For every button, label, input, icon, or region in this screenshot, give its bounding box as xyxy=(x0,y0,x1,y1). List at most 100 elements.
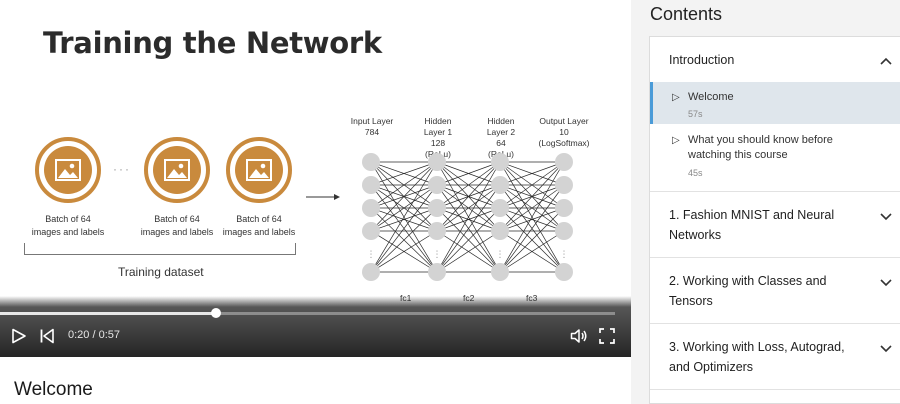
dataset-label: Training dataset xyxy=(118,265,204,279)
network-connection xyxy=(370,161,438,273)
network-connection xyxy=(499,184,565,273)
network-connection xyxy=(436,184,501,232)
node-ellipsis: ⋮ xyxy=(560,250,569,260)
network-node xyxy=(491,222,509,240)
layer-label-line: Output Layer xyxy=(539,116,589,126)
network-connection xyxy=(436,161,501,186)
previous-icon xyxy=(40,328,54,344)
network-connection xyxy=(499,161,565,232)
network-node xyxy=(555,153,573,171)
network-node xyxy=(362,263,380,281)
network-node xyxy=(362,222,380,240)
network-node xyxy=(555,199,573,217)
network-connection xyxy=(499,207,565,232)
batch-caption: Batch of 64 xyxy=(236,214,282,224)
network-connection xyxy=(436,230,501,273)
progress-fill xyxy=(0,312,216,315)
network-connection xyxy=(370,161,438,186)
layer-label-line: 128 xyxy=(430,138,446,148)
network-connection xyxy=(436,207,501,273)
section-label: Networks xyxy=(669,228,722,242)
section-introduction: Introduction ▷ Welcome 57s ▷ What you sh… xyxy=(650,37,900,192)
section-label: Introduction xyxy=(669,53,735,67)
section-label: 3. Working with Loss, Autograd, xyxy=(669,340,845,354)
section-header[interactable]: Introduction xyxy=(650,37,900,82)
volume-button[interactable] xyxy=(570,327,588,345)
chevron-down-icon[interactable] xyxy=(880,274,892,292)
section-1[interactable]: 1. Fashion MNIST and Neural Networks xyxy=(650,192,900,258)
batch-caption: Batch of 64 xyxy=(154,214,200,224)
layer-label-line: 64 xyxy=(496,138,506,148)
fullscreen-button[interactable] xyxy=(598,327,616,345)
play-icon: ▷ xyxy=(672,92,680,103)
layer-label-line: Layer 1 xyxy=(423,127,453,137)
node-ellipsis: ⋮ xyxy=(496,250,505,260)
section-2[interactable]: 2. Working with Classes and Tensors xyxy=(650,258,900,324)
image-icon xyxy=(235,146,283,194)
slide-frame: Training the Network Batch of 64 images a… xyxy=(13,26,600,303)
network-diagram: ⋮ ⋮ ⋮ ⋮ xyxy=(306,153,573,281)
section-label: and Optimizers xyxy=(669,360,754,374)
progress-bar[interactable] xyxy=(0,308,615,318)
section-label: Tensors xyxy=(669,294,713,308)
play-button[interactable] xyxy=(10,327,28,345)
network-connection xyxy=(499,161,565,273)
network-connection xyxy=(436,207,501,232)
network-node xyxy=(362,153,380,171)
layer-label: Output Layer 10 (LogSoftmax) xyxy=(528,116,600,149)
node-ellipsis: ⋮ xyxy=(433,250,442,260)
network-node xyxy=(428,176,446,194)
network-node xyxy=(491,263,509,281)
network-connection xyxy=(499,207,565,273)
network-node xyxy=(428,199,446,217)
player-controls: 0:20 / 0:57 xyxy=(0,296,631,357)
network-connection xyxy=(499,184,565,232)
lesson-duration: 45s xyxy=(688,168,703,178)
time-display: 0:20 / 0:57 xyxy=(68,329,120,341)
network-node xyxy=(428,153,446,171)
contents-heading: Contents xyxy=(650,4,723,24)
network-node xyxy=(362,199,380,217)
network-node xyxy=(428,263,446,281)
layer-label-line: (LogSoftmax) xyxy=(538,138,590,148)
play-icon xyxy=(12,328,26,344)
video-player[interactable]: Training the Network Batch of 64 images a… xyxy=(0,0,631,357)
video-title: Welcome xyxy=(14,379,93,400)
batch-item: Batch of 64 images and labels xyxy=(13,137,123,239)
lesson-item-prerequisites[interactable]: ▷ What you should know before watching t… xyxy=(650,128,900,186)
volume-icon xyxy=(570,329,587,343)
lesson-item-welcome[interactable]: ▷ Welcome 57s xyxy=(650,82,900,124)
network-connection xyxy=(370,207,438,232)
batch-item: Batch of 64 images and labels xyxy=(204,137,314,239)
network-connection xyxy=(370,207,438,273)
chevron-down-icon[interactable] xyxy=(880,340,892,358)
section-3[interactable]: 3. Working with Loss, Autograd, and Opti… xyxy=(650,324,900,390)
dataset-bracket xyxy=(24,243,296,255)
network-node xyxy=(555,222,573,240)
ellipsis: ··· xyxy=(113,162,131,176)
progress-handle[interactable] xyxy=(210,308,221,318)
chevron-down-icon[interactable] xyxy=(880,208,892,226)
node-ellipsis: ⋮ xyxy=(367,250,376,260)
batch-caption: images and labels xyxy=(31,227,105,237)
batch-caption: Batch of 64 xyxy=(45,214,91,224)
lesson-duration: 57s xyxy=(688,109,703,119)
slide-title: Training the Network xyxy=(43,26,382,60)
fullscreen-icon xyxy=(599,328,615,344)
previous-button[interactable] xyxy=(38,327,56,345)
network-connection xyxy=(370,184,438,273)
network-connection xyxy=(499,161,565,186)
flow-arrow-head xyxy=(334,194,340,200)
image-icon xyxy=(153,146,201,194)
lesson-title: What you should know before xyxy=(688,134,833,146)
network-node xyxy=(362,176,380,194)
chevron-up-icon[interactable] xyxy=(880,52,892,70)
lesson-title: Welcome xyxy=(688,91,734,103)
network-connection xyxy=(499,230,565,273)
layer-label-line: 10 xyxy=(559,127,569,137)
batch-caption: images and labels xyxy=(222,227,296,237)
network-connection xyxy=(436,161,501,273)
network-node xyxy=(491,176,509,194)
